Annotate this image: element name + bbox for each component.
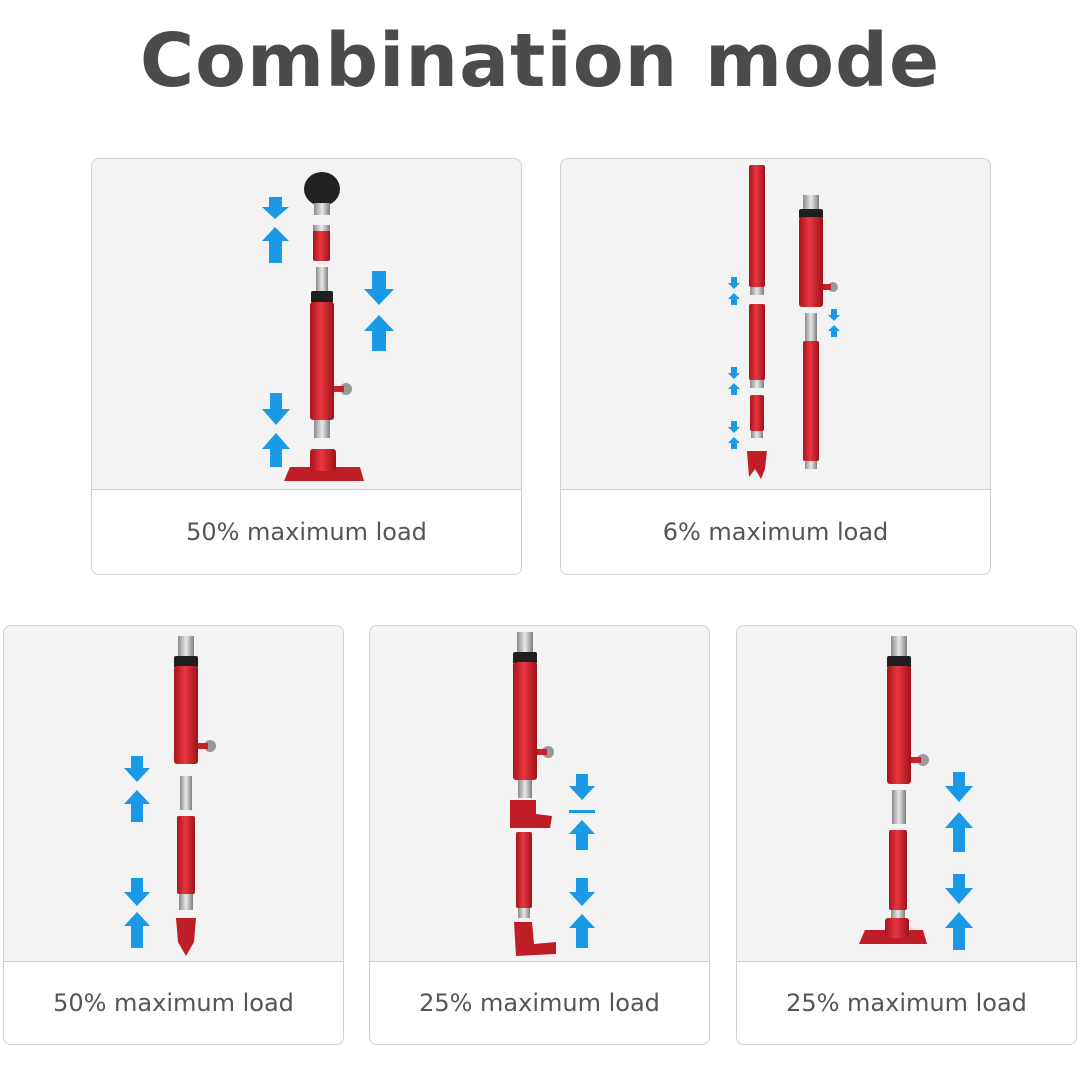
arrow-icons — [124, 756, 150, 948]
arrow-icons — [262, 197, 394, 467]
combo-illustration-5 — [737, 626, 1076, 964]
card-caption-4: 25% maximum load — [370, 961, 709, 1044]
combo-card-1: 50% maximum load — [91, 158, 522, 575]
combo-card-4: 25% maximum load — [369, 625, 710, 1045]
page-title: Combination mode — [139, 18, 941, 104]
combo-card-2: 6% maximum load — [560, 158, 991, 575]
arrow-icons — [569, 774, 595, 948]
card-caption-2: 6% maximum load — [561, 489, 990, 574]
rubber-head — [304, 172, 340, 215]
card-caption-5: 25% maximum load — [737, 961, 1076, 1044]
combo-card-5: 25% maximum load — [736, 625, 1077, 1045]
combo-illustration-4 — [370, 626, 709, 964]
combo-card-3: 50% maximum load — [3, 625, 344, 1045]
arrow-icons — [945, 772, 973, 950]
flat-base — [284, 449, 364, 481]
flat-base — [859, 918, 927, 944]
combo-illustration-3 — [4, 626, 343, 964]
card-caption-3: 50% maximum load — [4, 961, 343, 1044]
combo-illustration-2 — [561, 159, 990, 492]
arrow-icons — [728, 277, 840, 449]
card-caption-1: 50% maximum load — [92, 489, 521, 574]
combo-illustration-1 — [92, 159, 521, 492]
